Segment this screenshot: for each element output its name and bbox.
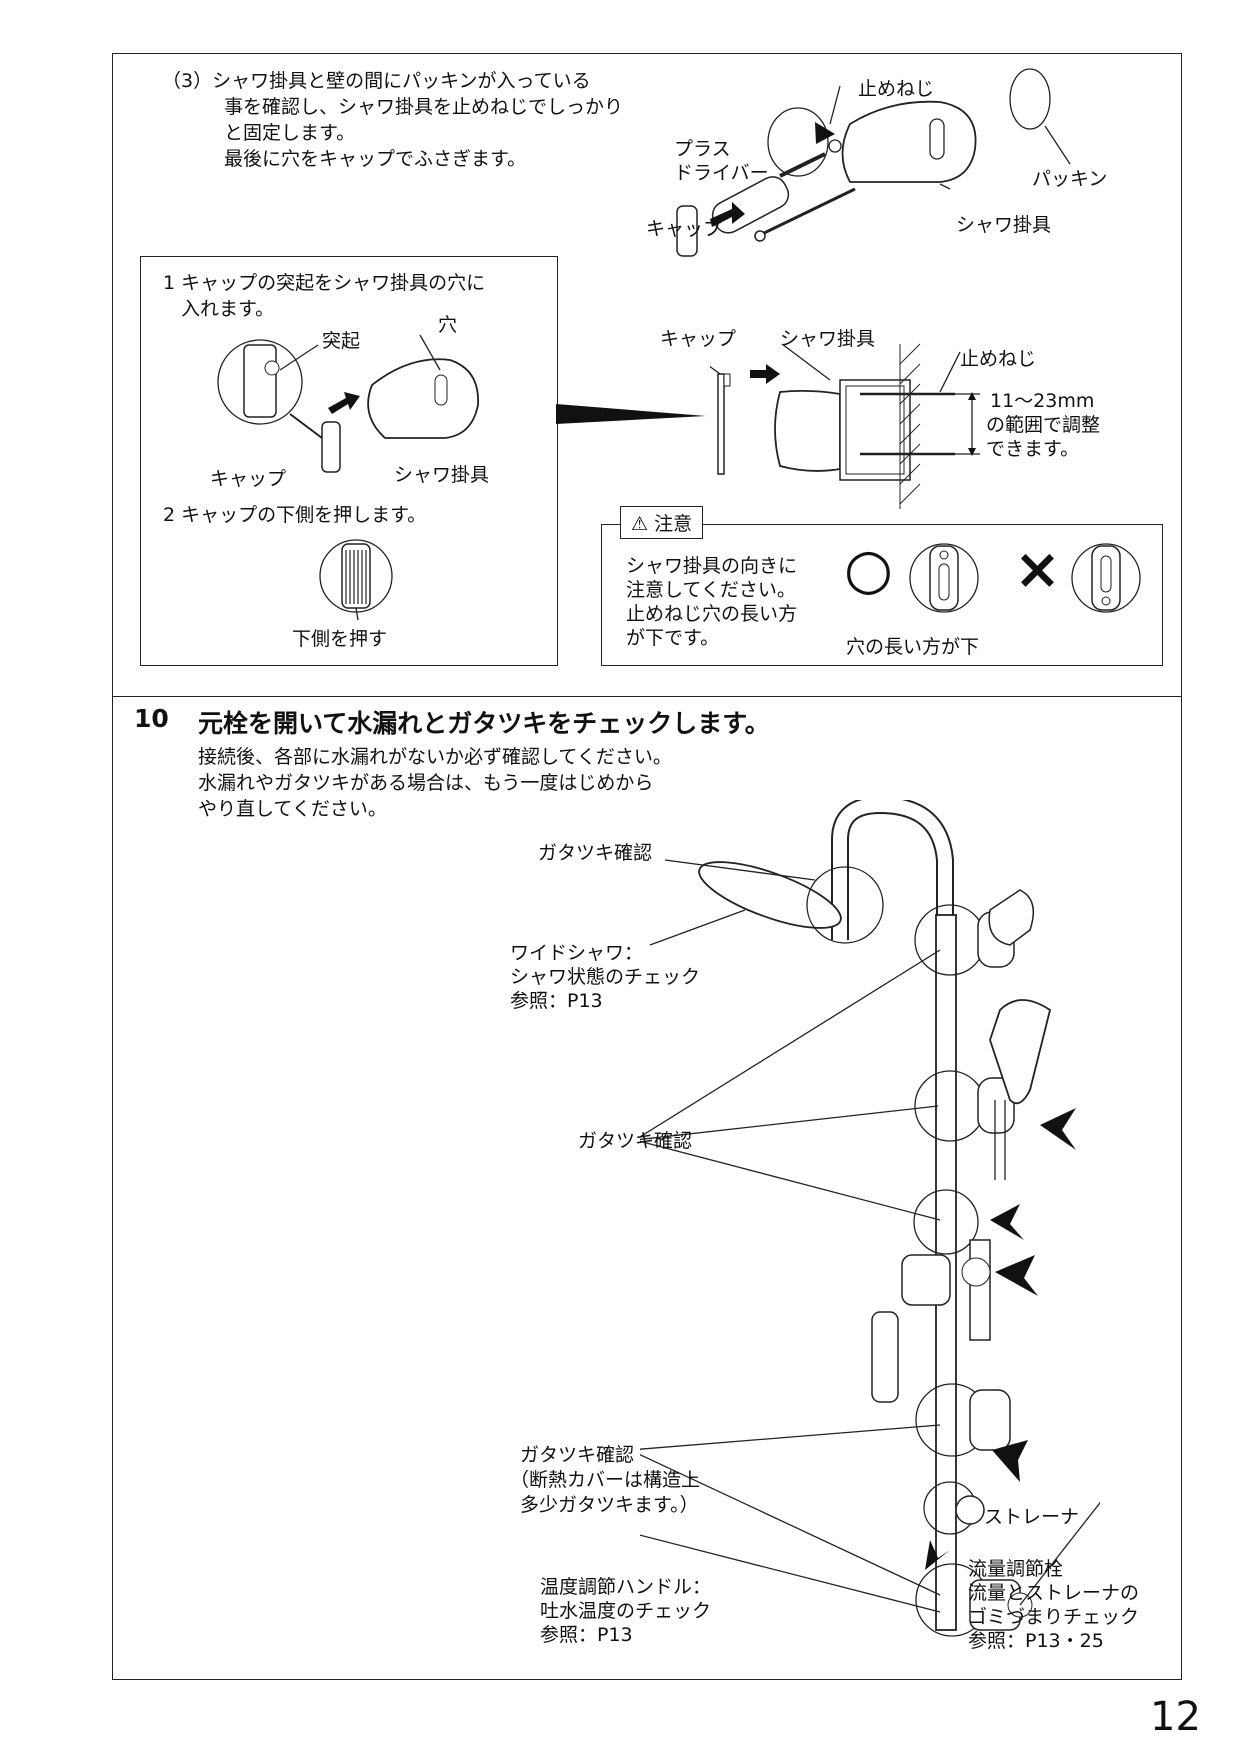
label-long-side-down: 穴の長い方が下 — [846, 636, 980, 658]
label-plus-driver-2: ドライバー — [674, 162, 769, 184]
rotation-arrow-icon — [767, 107, 829, 177]
caution-line: 止めねじ穴の長い方 — [626, 603, 798, 625]
label-protrusion: 突起 — [322, 330, 361, 352]
callout-wide-shower-2: シャワ状態のチェック — [510, 966, 701, 988]
step10-line: 水漏れやガタツキがある場合は、もう一度はじめから — [198, 772, 654, 794]
cap-insertion-illustration — [217, 334, 479, 473]
arrow-icon — [710, 202, 745, 227]
callout-rattle-low-2: （断熱カバーは構造上 — [510, 1469, 701, 1491]
callout-temp-3: 参照：P13 — [540, 1624, 633, 1646]
callout-temp-2: 吐水温度のチェック — [540, 1600, 712, 1622]
callout-temp-1: 温度調節ハンドル： — [540, 1576, 712, 1598]
detail-pointer — [556, 404, 706, 424]
shower-system-illustration — [640, 800, 1100, 1637]
holder-cross-section — [710, 343, 980, 509]
inset-step1-line1: 1 キャップの突起をシャワ掛具の穴に — [163, 272, 486, 294]
caution-text: シャワ掛具の向きに 注意してください。 止めねじ穴の長い方 が下です。 — [626, 554, 797, 650]
caution-line: 注意してください。 — [626, 579, 796, 601]
callout-flow-1: 流量調節栓 — [968, 1558, 1064, 1580]
shower-holder-icon — [828, 100, 977, 183]
correct-orientation-icon — [909, 543, 979, 613]
arrow-icon — [328, 392, 360, 414]
callout-wide-shower-3: 参照：P13 — [510, 990, 603, 1012]
label-section-holder: シャワ掛具 — [780, 328, 876, 350]
check-arrow-icon — [992, 1440, 1028, 1482]
callout-wide-shower-1: ワイドシャワ： — [510, 942, 644, 964]
step10-line: 接続後、各部に水漏れがないか必ず確認してください。 — [198, 746, 672, 768]
inset-step2: 2 キャップの下側を押します。 — [163, 504, 427, 526]
step3-line: 最後に穴をキャップでふさぎます。 — [224, 148, 527, 170]
label-inset-holder: シャワ掛具 — [394, 464, 490, 486]
label-section-screw: 止めねじ — [960, 348, 1037, 370]
label-range-2: の範囲で調整 — [986, 414, 1101, 436]
label-range-3: できます。 — [986, 438, 1080, 460]
label-push-bottom: 下側を押す — [292, 628, 388, 650]
callout-rattle-mid: ガタツキ確認 — [578, 1130, 693, 1152]
callout-rattle-low-1: ガタツキ確認 — [520, 1444, 635, 1466]
step10-heading: 元栓を開いて水漏れとガタツキをチェックします。 — [198, 709, 770, 738]
step3-line: と固定します。 — [224, 122, 356, 144]
label-inset-cap: キャップ — [210, 468, 287, 490]
step10-body: 接続後、各部に水漏れがないか必ず確認してください。 水漏れやガタツキがある場合は… — [198, 744, 672, 822]
check-arrow-icon — [990, 1204, 1024, 1240]
callout-strainer: ストレーナ — [984, 1506, 1080, 1528]
caution-line: シャワ掛具の向きに — [626, 555, 798, 577]
label-cap: キャップ — [646, 218, 723, 240]
cap-icon — [321, 421, 341, 473]
step10-line: やり直してください。 — [198, 798, 387, 820]
step10-number: 10 — [134, 704, 169, 733]
packing-ring-icon — [1009, 68, 1051, 130]
callout-flow-4: 参照：P13・25 — [968, 1630, 1104, 1652]
screw-fixing-illustration — [676, 68, 1071, 257]
step3-instructions: （3）シャワ掛具と壁の間にパッキンが入っている 事を確認し、シャワ掛具を止めねじ… — [162, 68, 623, 172]
label-stop-screw: 止めねじ — [858, 78, 935, 100]
label-section-cap: キャップ — [660, 328, 737, 350]
ng-mark-icon: × — [1014, 537, 1061, 602]
push-bottom-illustration — [319, 539, 393, 621]
step3-line: 事を確認し、シャワ掛具を止めねじでしっかり — [224, 96, 624, 118]
arrow-icon — [750, 364, 780, 384]
screw-icon — [754, 187, 856, 242]
check-arrow-icon — [925, 1540, 950, 1570]
caution-title: 注意 — [654, 513, 693, 535]
label-plus-driver-1: プラス — [674, 138, 731, 160]
check-arrow-icon — [1040, 1108, 1076, 1150]
check-arrow-icon — [995, 1255, 1038, 1296]
inset-step1: 1 キャップの突起をシャワ掛具の穴に 入れます。 — [163, 270, 485, 322]
label-packing: パッキン — [1032, 168, 1108, 190]
lever-handle-icon — [871, 1311, 899, 1403]
hand-shower-icon — [989, 999, 1052, 1105]
inset-step1-line2: 入れます。 — [181, 298, 275, 320]
caution-tag: ⚠ 注意 — [620, 506, 704, 539]
caution-box — [601, 524, 1163, 666]
page-number: 12 — [1150, 1694, 1201, 1740]
strainer-icon — [955, 1495, 985, 1525]
shower-holder-icon — [367, 358, 479, 439]
caution-line: が下です。 — [626, 627, 720, 649]
section-step10-frame — [112, 696, 1182, 1680]
callout-rattle-top: ガタツキ確認 — [538, 842, 653, 864]
warning-triangle-icon: ⚠ — [631, 513, 649, 535]
callout-rattle-low-3: 多少ガタツキます。） — [520, 1494, 699, 1516]
label-range-1: 11〜23mm — [990, 390, 1095, 412]
step3-line: （3）シャワ掛具と壁の間にパッキンが入っている — [162, 70, 591, 92]
callout-flow-2: 流量とストレーナの — [968, 1582, 1140, 1604]
cap-icon — [676, 205, 698, 257]
wide-shower-head-icon — [698, 861, 842, 929]
wrong-orientation-icon — [1071, 543, 1141, 613]
callout-flow-3: ゴミづまりチェック — [968, 1606, 1140, 1628]
label-shower-holder: シャワ掛具 — [956, 214, 1052, 236]
label-hole: 穴 — [438, 314, 458, 336]
ok-mark-icon: ○ — [844, 537, 893, 602]
